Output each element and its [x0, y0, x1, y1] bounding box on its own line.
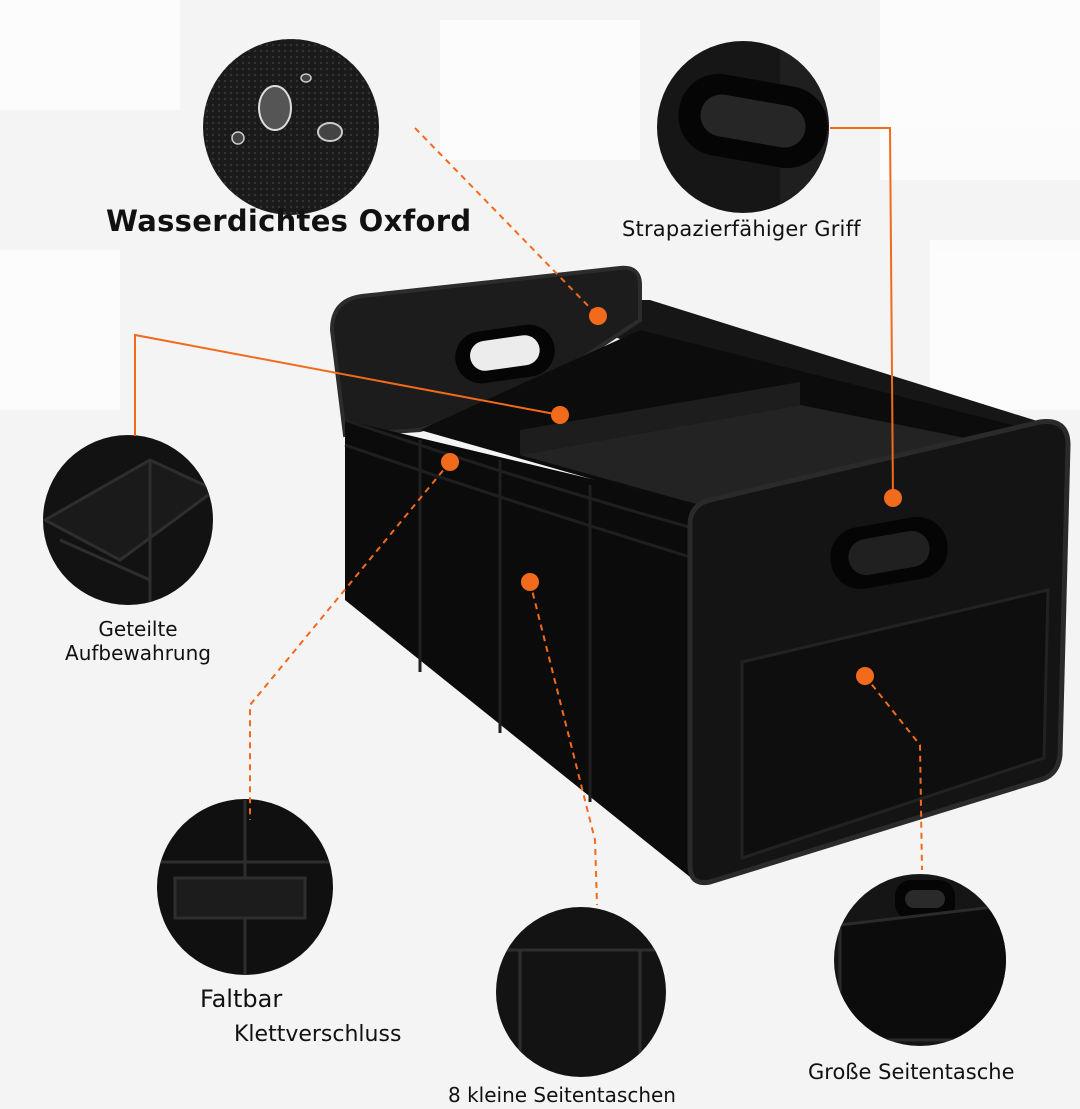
- label-small-side-pockets: 8 kleine Seitentaschen: [448, 1083, 676, 1107]
- label-large-side-pocket: Große Seitentasche: [808, 1060, 1015, 1084]
- callout-lines: [134, 127, 923, 906]
- inset-large-pocket: [834, 874, 1006, 1046]
- label-divided-storage-line2: Aufbewahrung: [65, 641, 211, 665]
- inset-small-pockets: [496, 907, 666, 1077]
- label-divided-storage: Geteilte Aufbewahrung: [52, 617, 224, 665]
- label-foldable: Faltbar: [200, 985, 283, 1013]
- callout-dots: [441, 307, 902, 685]
- label-divided-storage-line1: Geteilte: [98, 617, 178, 641]
- inset-divided-storage: [43, 435, 213, 605]
- inset-handle: [657, 41, 829, 213]
- label-velcro: Klettverschluss: [234, 1022, 402, 1047]
- label-durable-handle: Strapazierfähiger Griff: [622, 217, 861, 241]
- organizer-box-image: [329, 265, 1071, 886]
- background-tiles: [0, 0, 1080, 410]
- label-waterproof-oxford: Wasserdichtes Oxford: [106, 204, 472, 238]
- inset-foldable-velcro: [157, 799, 333, 975]
- inset-waterproof-oxford: [203, 39, 379, 215]
